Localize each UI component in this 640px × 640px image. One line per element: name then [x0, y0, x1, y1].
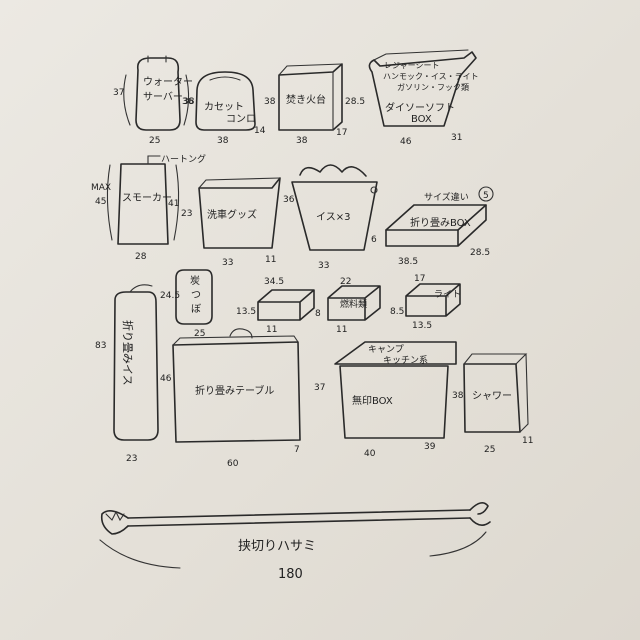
fire-pit-depth: 17 — [336, 128, 347, 138]
car-wash-label: 洗車グッズ — [207, 208, 257, 221]
box-a-depth: 11 — [266, 325, 277, 335]
daiso-box-height: 28.5 — [345, 97, 365, 107]
fire-pit-width: 38 — [296, 136, 308, 146]
smoker-label: スモーカー — [122, 192, 172, 204]
smoker-height: 45 — [95, 197, 106, 207]
box-a-item: 34.5 13.5 11 — [236, 277, 315, 335]
folding-chair-width: 23 — [126, 454, 137, 464]
folding-box-depth: 28.5 — [470, 248, 490, 258]
car-wash-width: 33 — [222, 258, 233, 268]
water-server-label-1: ウォーター — [143, 76, 193, 88]
muji-box-depth: 39 — [424, 442, 436, 452]
chairs-depth: 6 — [371, 235, 377, 245]
chairs-width: 33 — [318, 261, 329, 271]
chairs-height: 36 — [283, 195, 295, 205]
smoker-side: 41 — [168, 199, 179, 209]
daiso-box-label-2: BOX — [411, 114, 432, 125]
charcoal-label-1: 炭 — [190, 275, 200, 287]
charcoal-label-3: ぼ — [191, 303, 201, 315]
shower-item: シャワー 38 25 11 — [452, 353, 533, 455]
folding-table-width: 60 — [227, 459, 239, 469]
car-wash-depth: 11 — [265, 255, 276, 265]
box-c-width: 17 — [414, 274, 425, 284]
daiso-box-width: 46 — [400, 137, 412, 147]
cassette-stove-width: 14 — [254, 126, 266, 136]
folding-table-label: 折り畳みテーブル — [195, 384, 274, 397]
tongs-item: 挟切りハサミ 180 — [99, 502, 491, 582]
cassette-stove-height: 38 — [183, 97, 195, 107]
charcoal-item: 炭 つ ぼ 24.5 25 — [160, 269, 213, 339]
muji-box-note-2: キッチン系 — [383, 355, 428, 366]
charcoal-height: 24.5 — [160, 291, 180, 301]
muji-box-height: 37 — [314, 383, 325, 393]
daiso-box-depth: 31 — [451, 133, 462, 143]
shower-width: 25 — [484, 445, 495, 455]
daiso-box-note-2: ハンモック・イス・ライト — [383, 72, 479, 81]
water-server-item: ウォーター サーバー 37 36 25 — [113, 55, 194, 146]
box-c-depth: 13.5 — [412, 321, 432, 331]
box-a-height: 13.5 — [236, 307, 256, 317]
cassette-stove-depth: 38 — [217, 136, 229, 146]
daiso-box-label-1: ダイソーソフト — [385, 101, 455, 114]
folding-chair-height: 83 — [95, 341, 106, 351]
cassette-stove-label-1: カセット — [204, 101, 244, 113]
charcoal-width: 25 — [194, 329, 205, 339]
cassette-stove-label-2: コンロ — [226, 114, 256, 125]
muji-box-note-1: キャンプ — [368, 344, 404, 355]
box-b-width: 22 — [340, 277, 351, 287]
daiso-box-note-1: レジャーシート — [384, 61, 439, 70]
chairs-label: イス×3 — [316, 212, 350, 223]
shower-label: シャワー — [472, 391, 512, 402]
water-server-width: 25 — [149, 136, 160, 146]
folding-table-depth: 7 — [294, 445, 300, 455]
folding-chair-label: 折り畳みイス — [121, 320, 135, 386]
smoker-width: 28 — [135, 252, 147, 262]
box-c-label: ライト — [434, 289, 461, 300]
fire-pit-height: 38 — [264, 97, 276, 107]
fire-pit-label: 焚き火台 — [286, 93, 326, 106]
chairs-bag-item: イス×3 36 33 6 — [283, 164, 378, 271]
folding-table-height: 46 — [160, 374, 172, 384]
folding-box-item: サイズ違い 5 折り畳みBOX 38.5 28.5 — [385, 186, 494, 267]
box-b-item: 燃料類 22 8 11 — [315, 277, 381, 335]
muji-box-width: 40 — [364, 449, 376, 459]
box-c-height: 8.5 — [390, 307, 404, 317]
box-a-width: 34.5 — [264, 277, 284, 287]
smoker-max: MAX — [91, 183, 111, 193]
folding-box-count: 5 — [483, 191, 489, 201]
cassette-stove-item: カセット コンロ 38 14 38 — [183, 71, 266, 146]
water-server-height: 37 — [113, 88, 124, 98]
box-b-height: 8 — [315, 309, 321, 319]
tongs-length: 180 — [278, 567, 303, 582]
muji-box-label: 無印BOX — [352, 394, 393, 407]
shower-height: 38 — [452, 391, 464, 401]
folding-chair-item: 折り畳みイス 83 23 — [95, 284, 159, 464]
shower-depth: 11 — [522, 436, 533, 446]
water-server-label-2: サーバー — [143, 91, 183, 103]
folding-box-note: サイズ違い — [424, 191, 469, 203]
daiso-box-note-3: ガソリン・フック類 — [397, 82, 469, 92]
water-server-depth: 36 — [182, 97, 194, 107]
folding-box-width: 38.5 — [398, 257, 418, 267]
box-b-label: 燃料類 — [340, 298, 367, 310]
car-wash-goods-item: 洗車グッズ 23 33 11 — [181, 177, 281, 268]
charcoal-label-2: つ — [191, 290, 201, 301]
smoker-tag: ハートング — [161, 153, 206, 165]
tongs-label: 挟切りハサミ — [238, 539, 316, 554]
car-wash-height: 23 — [181, 209, 192, 219]
fire-pit-item: 焚き火台 38 38 17 — [264, 63, 347, 146]
daiso-box-item: レジャーシート ハンモック・イス・ライト ガソリン・フック類 ダイソーソフト B… — [345, 49, 479, 147]
muji-box-item: キャンプ キッチン系 無印BOX 37 40 39 — [314, 341, 457, 459]
smoker-item: ハートング スモーカー MAX 45 41 28 — [91, 153, 206, 262]
folding-box-label: 折り畳みBOX — [410, 216, 471, 229]
box-b-depth: 11 — [336, 325, 347, 335]
box-c-item: ライト 17 8.5 13.5 — [390, 274, 461, 331]
folding-table-item: 折り畳みテーブル 46 60 7 — [160, 328, 301, 469]
